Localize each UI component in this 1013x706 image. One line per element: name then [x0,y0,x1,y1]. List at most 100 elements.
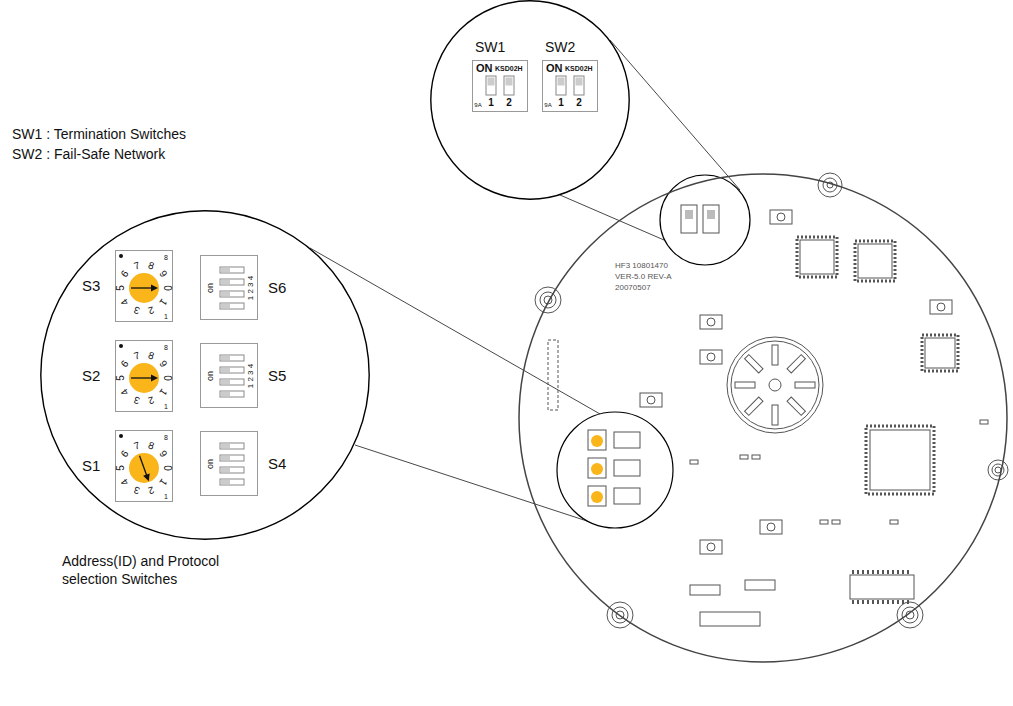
dial-dot [119,344,123,348]
dial-mini-knob [591,463,603,475]
zoom-circle: SW1SW2ONKSD02H9A12ONKSD02H9A12 [430,0,630,200]
rotary-switch: 012345678981 [115,430,173,502]
dip-switch-mini [681,205,697,233]
dial-dot [119,434,123,438]
resistor [832,520,840,524]
switch-slot [556,76,566,95]
rotary-switch-text: 1 [164,403,168,410]
dip-switch-bank-text: 1 2 3 4 [247,364,255,388]
pcb-board: HF3 10801470VER-5.0 REV-A20070507 [518,173,1008,663]
capacitor-mark [707,318,715,326]
arrow-shaft [131,287,153,288]
zoom-outline [431,1,629,199]
switch-slot [486,76,496,95]
bank-lever [221,392,230,396]
round-center [769,379,781,391]
bank-slot [220,379,244,385]
chip-pins [852,600,912,604]
arrow-shaft [131,377,153,378]
crystal [745,580,775,590]
slider-mini [707,210,715,219]
dip-bank-mini [614,488,640,504]
zoom-circle-text: S2 [82,368,100,383]
bank-slot [220,355,244,361]
resistor [820,520,828,524]
rotary-switch-text: 8 [164,254,168,261]
dial-arrow [131,285,158,292]
capacitor [770,210,792,224]
dial-knob [129,363,159,393]
board-outline [519,174,1007,662]
zoom-spot [557,412,673,528]
bank-lever [221,368,230,372]
dip-switch-bank-text: on [206,371,215,381]
pcb-components [535,173,1008,628]
caption-label: SW1 : Termination Switches [12,125,186,143]
rotary-switch-text: 8 [164,344,168,351]
bank-lever [221,380,230,384]
coil-slot [795,382,815,388]
chips [797,237,958,602]
caption-label: Address(ID) and Protocol selection Switc… [62,552,262,588]
dip-switch-text: 9A [544,102,551,108]
zoom-circle-text: S3 [82,278,100,293]
bank-lever [221,444,230,448]
mounting-hole [988,460,1008,480]
capacitor [700,350,722,364]
rotary-switch-text: 5 [116,465,126,471]
coil-slot [787,397,805,415]
capacitor-mark [777,213,785,221]
resistor [740,455,748,459]
rotary-switch-text: 1 [164,313,168,320]
qfp-chip [925,338,955,368]
mounting-hole [535,287,561,313]
coil-slot [772,345,778,365]
slider-mini [685,210,693,219]
rotary-switch-text: 0 [162,285,172,291]
capacitor-mark [707,543,715,551]
qfp-chip [870,430,930,490]
dip-switch-bank-text: 1 2 3 4 [247,276,255,300]
bank-slot [220,267,244,273]
bank-lever [221,280,230,284]
dial-body [116,431,173,502]
bank-slot [220,443,244,449]
qfp-chip [800,240,834,274]
bank-slot [220,367,244,373]
dial-body [116,341,173,412]
rotary-switch-text: 5 [116,375,126,381]
switch-body [543,61,598,112]
crystal [690,585,720,595]
capacitor-mark [937,303,945,311]
chip-pins [855,241,895,281]
bank-lever [221,268,230,272]
zoom-circle-text: S1 [82,458,100,473]
round-component [727,337,823,433]
dial-mini [588,430,606,450]
dial-knob [129,273,159,303]
round-outline [731,341,819,429]
dip-switch-text: KSD02H [495,65,523,72]
bank-slot [220,455,244,461]
arrow-head [151,375,158,382]
zoom-spot [660,175,750,265]
dip-switch-text: 1 [488,98,494,108]
chip-pins [922,335,958,371]
arrow-shaft [140,456,148,477]
dip-switch: ONKSD02H9A12 [472,60,528,112]
switch-lever [506,78,513,86]
zoom-circle-text: SW2 [545,40,575,54]
zoom-circle-text: SW1 [475,40,505,54]
pcb-board-text: VER-5.0 REV-A [615,273,671,281]
zoom-circle-text: S6 [268,280,286,295]
bank-lever [221,292,230,296]
rotary-switch-text: 8 [164,434,168,441]
dial-mini-knob [591,435,603,447]
hole-ring [995,467,1001,473]
dip-switch-text: ON [546,63,563,74]
dip-bank-mini [614,460,640,476]
pcb-board-text: HF3 10801470 [615,262,668,270]
hole-ring [818,173,842,197]
switch-lever [488,78,495,86]
